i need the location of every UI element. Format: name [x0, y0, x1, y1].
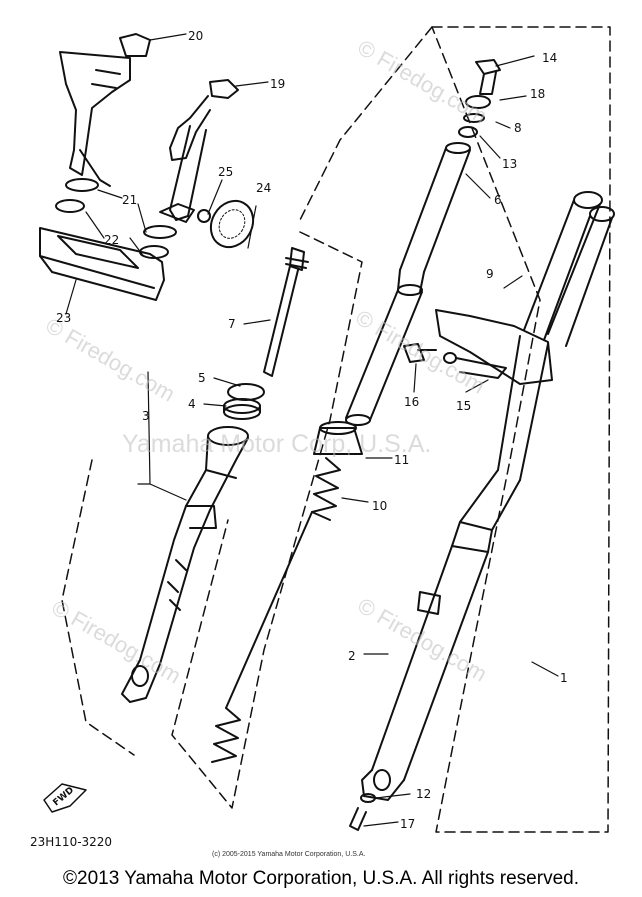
part-label-24: 24: [256, 181, 271, 195]
part-10-spring: [211, 457, 341, 763]
part-19-bracket: [159, 79, 239, 223]
fwd-arrow-icon: [43, 783, 87, 813]
part-20-bracket: [59, 33, 151, 187]
part-17-drain-screw: [349, 807, 367, 831]
part-3-outer-tube: [121, 426, 249, 703]
part-code: 23H110-3220: [30, 835, 112, 849]
part-label-10: 10: [372, 499, 387, 513]
part-label-14: 14: [542, 51, 557, 65]
watermark: © Firedog.com: [354, 35, 492, 129]
part-15-clamp: [443, 352, 507, 379]
part-label-11: 11: [394, 453, 409, 467]
part-9-fork-tube: [361, 191, 615, 801]
assembly-boundary-left: [61, 459, 135, 756]
watermark: © Firedog.com: [42, 313, 180, 407]
part-labels: 1 2 3 4 5 6 7 8 9 10 11 12 13 14 15 16 1…: [56, 29, 568, 831]
watermark: Yamaha Motor Corp, U.S.A.: [122, 430, 431, 458]
part-label-4: 4: [188, 397, 196, 411]
part-label-7: 7: [228, 317, 236, 331]
part-16-bolt: [403, 343, 437, 363]
part-label-17: 17: [400, 817, 415, 831]
part-12-washer: [360, 793, 376, 803]
part-22-washer: [55, 199, 169, 259]
part-4-ring: [223, 398, 261, 420]
part-label-22: 22: [104, 233, 119, 247]
part-label-23: 23: [56, 311, 71, 325]
part-23-bracket: [39, 227, 165, 301]
part-14-cap-bolt: [475, 59, 501, 95]
part-label-1: 1: [560, 671, 568, 685]
part-7-damper-rod: [263, 247, 309, 377]
part-label-18: 18: [530, 87, 545, 101]
part-label-13: 13: [502, 157, 517, 171]
watermark: © Firedog.com: [354, 593, 492, 687]
part-label-3: 3: [142, 409, 150, 423]
part-label-20: 20: [188, 29, 203, 43]
fwd-label: FWD: [52, 786, 76, 809]
part-label-19: 19: [270, 77, 285, 91]
part-label-12: 12: [416, 787, 431, 801]
part-label-6: 6: [494, 193, 502, 207]
part-18-washer: [465, 95, 491, 109]
part-label-5: 5: [198, 371, 206, 385]
part-8-washer: [463, 113, 485, 123]
part-6-inner-tube: [345, 142, 471, 426]
part-11-spring-seat: [313, 421, 363, 455]
part-label-25: 25: [218, 165, 233, 179]
part-21-washer: [65, 178, 177, 239]
part-5-oil-seal: [227, 383, 265, 401]
footer-copyright: ©2013 Yamaha Motor Corporation, U.S.A. A…: [63, 868, 579, 889]
assembly-boundary-outer: [431, 26, 611, 833]
assembly-boundary-inner: [171, 231, 363, 809]
part-25-bolt: [197, 209, 211, 223]
diagram-copyright: (c) 2005-2015 Yamaha Motor Corporation, …: [212, 851, 365, 858]
part-label-9: 9: [486, 267, 494, 281]
part-label-15: 15: [456, 399, 471, 413]
part-24-reflector: [209, 199, 255, 249]
watermark: © Firedog.com: [48, 595, 186, 689]
part-label-21: 21: [122, 193, 137, 207]
part-label-8: 8: [514, 121, 522, 135]
part-13-o-ring: [458, 126, 478, 138]
part-label-16: 16: [404, 395, 419, 409]
part-label-2: 2: [348, 649, 356, 663]
assembly-boundary-outer-left: [299, 26, 433, 221]
